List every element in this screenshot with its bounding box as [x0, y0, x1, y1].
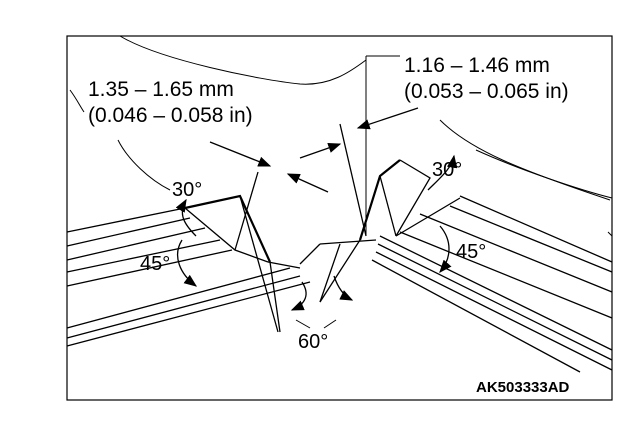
angle-arcs	[175, 154, 458, 329]
right-upper-angle-label: 30°	[432, 159, 462, 181]
background-contours	[69, 35, 613, 237]
left-dimension-mm: 1.35 – 1.65 mm	[88, 78, 234, 101]
left-upper-angle-label: 30°	[172, 179, 202, 201]
left-seat-profile	[184, 171, 321, 333]
figure-code: AK503333AD	[476, 379, 570, 396]
right-dimension-mm: 1.16 – 1.46 mm	[404, 54, 550, 77]
right-lower-angle-label: 45°	[456, 241, 486, 263]
right-dimension-in: (0.053 – 0.065 in)	[404, 80, 569, 103]
dimension-arrows	[209, 107, 419, 193]
bottom-angle-label: 60°	[298, 331, 328, 353]
left-lower-angle-label: 45°	[140, 253, 170, 275]
right-head-layers	[371, 195, 613, 373]
figure-frame	[66, 35, 613, 401]
right-seat-profile	[319, 123, 461, 303]
left-head-layers	[66, 207, 311, 347]
left-dimension-in: (0.046 – 0.058 in)	[88, 104, 253, 127]
